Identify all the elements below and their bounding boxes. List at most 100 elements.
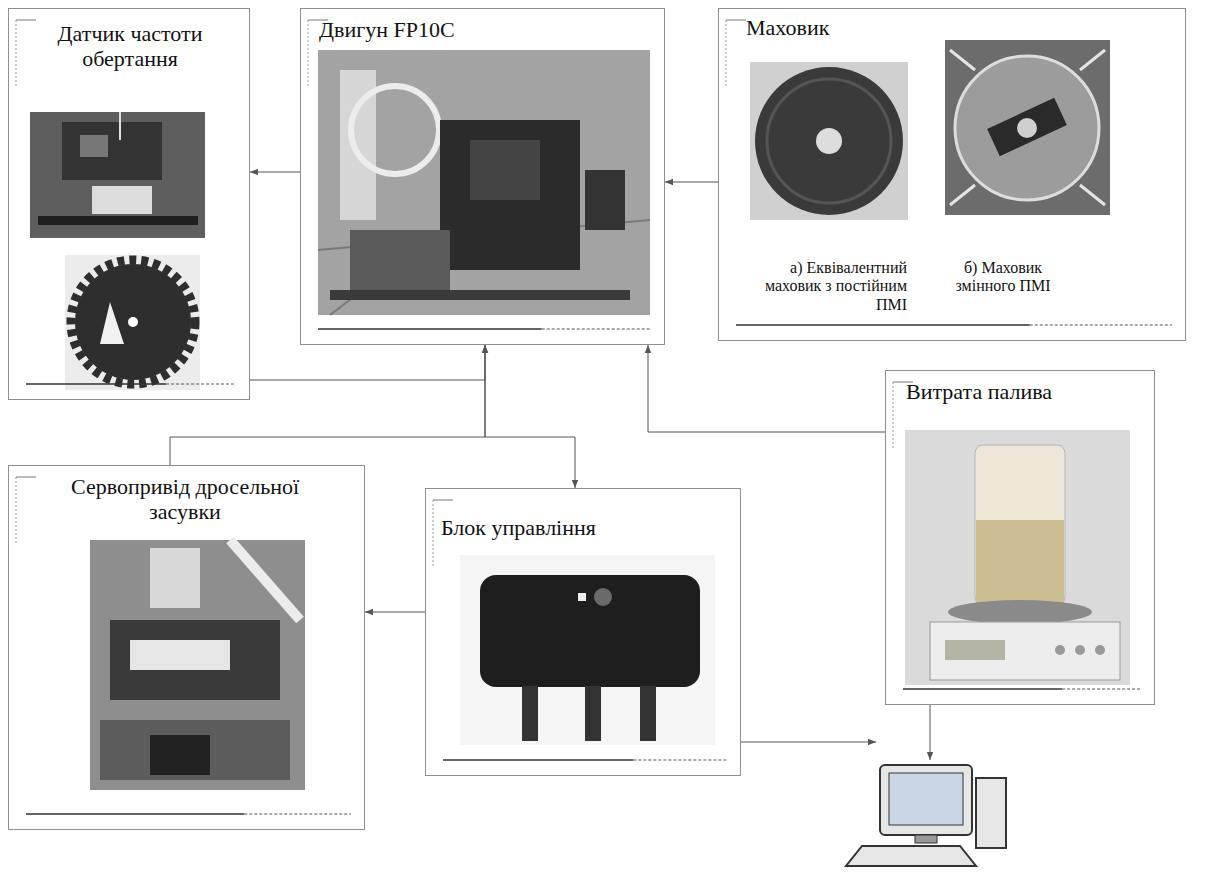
corner-mark	[308, 20, 309, 88]
engine-photo	[440, 120, 580, 270]
underline-mark	[318, 328, 542, 330]
underline-mark	[166, 384, 236, 385]
photo-caption: б) Маховик змінного ПМІ	[941, 259, 1065, 296]
sensor-photo	[38, 216, 198, 225]
photo-box: Двигун FP10C	[300, 8, 665, 345]
sensor-photo	[62, 122, 162, 180]
control-unit-photo	[585, 686, 601, 741]
gear-wheel-photo	[65, 255, 200, 390]
sensor-photo	[30, 112, 205, 238]
control-unit-photo	[460, 555, 715, 745]
photo-box: Датчик частоти обертання	[8, 8, 250, 400]
engine-photo	[585, 170, 625, 230]
servo-photo	[150, 735, 210, 775]
box-title: Блок управління	[441, 515, 726, 540]
corner-mark	[16, 20, 17, 88]
underline-mark	[633, 760, 727, 761]
variable-flywheel-photo	[1080, 50, 1105, 70]
text-slot: Сервопривід дросельної засувки	[39, 474, 331, 525]
underline-mark	[542, 329, 651, 330]
text-slot: Витрата палива	[906, 379, 1146, 404]
servo-photo	[130, 640, 230, 670]
corner-mark	[433, 500, 434, 568]
gear-wheel-photo	[71, 260, 195, 384]
control-unit-photo	[640, 686, 656, 741]
fuel-scale-photo	[905, 430, 1130, 685]
servo-photo	[150, 548, 200, 608]
control-unit-photo	[522, 686, 538, 741]
engine-photo	[470, 140, 540, 200]
underline-mark	[26, 383, 166, 385]
underline-mark	[443, 759, 633, 761]
servo-photo	[100, 720, 290, 780]
flywheel-photo	[750, 62, 908, 220]
engine-photo	[318, 50, 650, 315]
sensor-photo	[119, 112, 121, 140]
underline-mark	[1062, 689, 1141, 690]
underline-mark	[903, 688, 1062, 690]
engine-photo	[318, 50, 650, 315]
fuel-scale-photo	[945, 640, 1005, 660]
photo-box: Витрата палива	[885, 370, 1155, 705]
connector-arrow	[665, 182, 718, 183]
flywheel-photo	[750, 62, 908, 220]
connector-arrow	[250, 172, 300, 173]
text-slot: а) Еквівалентний маховик з постійним ПМІ	[759, 259, 907, 314]
servo-photo	[110, 620, 280, 700]
variable-flywheel-photo	[945, 40, 1110, 215]
servo-photo	[90, 540, 305, 790]
corner-mark	[16, 477, 17, 545]
gear-wheel-photo	[100, 302, 124, 344]
connector-arrow	[365, 612, 425, 613]
gear-wheel-photo	[128, 317, 138, 327]
fuel-scale-photo	[975, 445, 1065, 605]
underline-mark	[1030, 325, 1172, 326]
data-line	[930, 705, 931, 760]
corner-mark	[726, 20, 727, 88]
fuel-scale-photo	[1095, 645, 1105, 655]
control-unit-photo	[578, 593, 586, 601]
computer-icon	[846, 765, 1006, 866]
gear-wheel-photo	[75, 264, 191, 380]
flywheel-photo	[755, 67, 903, 215]
box-title: Двигун FP10C	[319, 17, 619, 42]
text-slot: б) Маховик змінного ПМІ	[941, 259, 1065, 296]
box-title: Сервопривід дросельної засувки	[39, 474, 331, 525]
corner-mark	[433, 500, 453, 501]
computer-icon	[889, 773, 963, 825]
computer-icon	[880, 765, 972, 835]
control-unit-photo	[460, 555, 715, 745]
servo-photo	[230, 540, 300, 620]
box-title: Датчик частоти обертання	[21, 21, 239, 72]
variable-flywheel-photo	[950, 185, 975, 205]
data-line	[741, 742, 876, 743]
text-slot: Датчик частоти обертання	[21, 21, 239, 72]
control-unit-photo	[594, 588, 612, 606]
servo-photo	[90, 540, 305, 790]
computer-icon	[976, 778, 1006, 848]
variable-flywheel-photo	[1017, 118, 1037, 138]
variable-flywheel-photo	[955, 56, 1099, 200]
control-unit-photo	[480, 575, 700, 687]
box-title: Витрата палива	[906, 379, 1146, 404]
photo-box: Блок управління	[425, 488, 741, 776]
box-title: Маховик	[746, 15, 966, 40]
variable-flywheel-photo	[987, 98, 1067, 156]
connector-arrow	[250, 345, 485, 380]
photo-caption: а) Еквівалентний маховик з постійним ПМІ	[759, 259, 907, 314]
engine-photo	[351, 86, 439, 174]
photo-box: Сервопривід дросельної засувки	[8, 465, 365, 830]
underline-mark	[26, 813, 244, 815]
variable-flywheel-photo	[1080, 185, 1105, 205]
corner-mark	[726, 20, 746, 21]
data-line	[741, 705, 930, 760]
fuel-scale-photo	[905, 430, 1130, 685]
fuel-scale-photo	[930, 622, 1120, 680]
fuel-scale-photo	[1075, 645, 1085, 655]
flywheel-photo	[816, 128, 842, 154]
corner-mark	[16, 20, 36, 21]
underline-mark	[736, 324, 1030, 326]
corner-mark	[16, 477, 36, 478]
